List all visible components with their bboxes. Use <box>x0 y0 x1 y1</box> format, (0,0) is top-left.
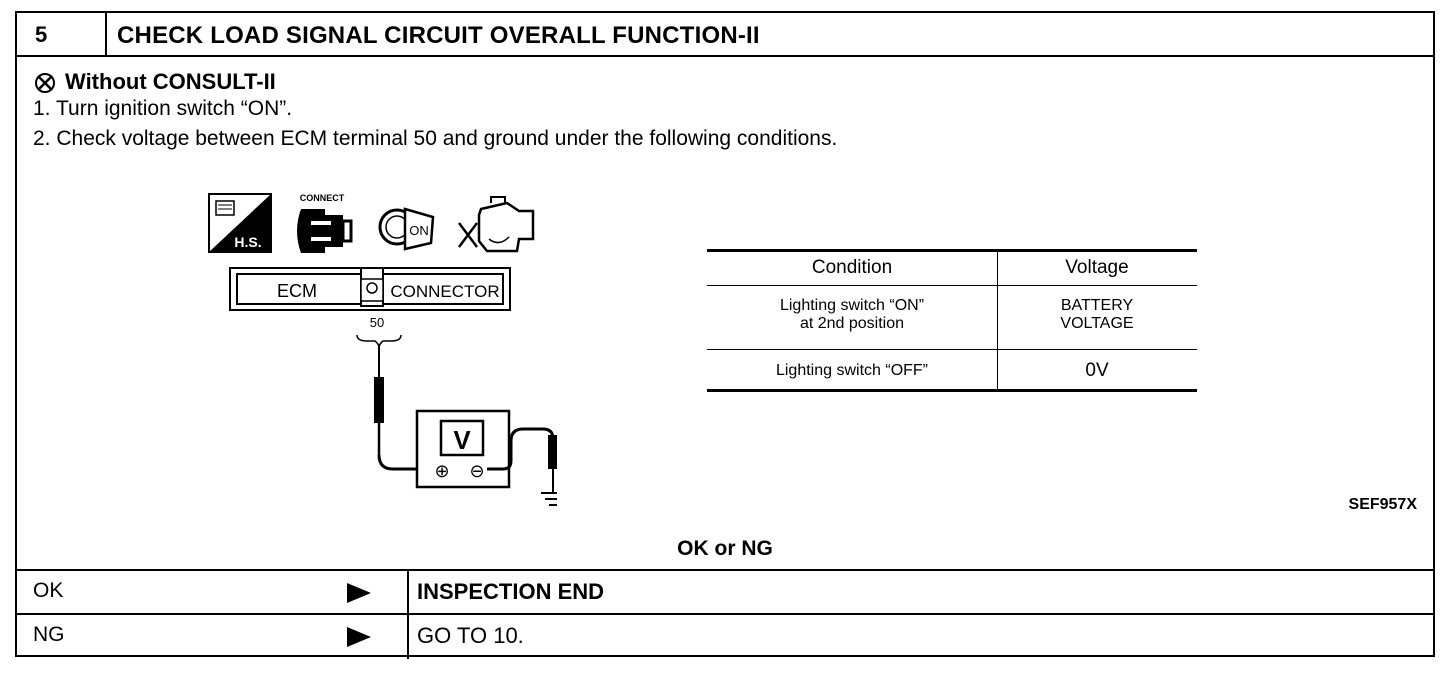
ecm-label: ECM <box>277 281 317 301</box>
terminal-number: 50 <box>370 315 384 330</box>
results-middle-rule <box>17 613 1433 615</box>
table-header-rule <box>707 285 1197 286</box>
table-row-rule <box>707 349 1197 350</box>
engine-off-icon <box>457 193 541 264</box>
step-number: 5 <box>35 22 48 47</box>
results-divider <box>407 569 409 659</box>
result-ng-label: NG <box>33 623 65 646</box>
header-voltage: Voltage <box>1065 257 1129 278</box>
result-ok-action: INSPECTION END <box>417 579 605 604</box>
results-top-rule <box>17 569 1433 571</box>
result-ok-label: OK <box>33 579 64 602</box>
voltmeter-circuit-diagram: ECM CONNECTOR 50 V ⊕ ⊖ <box>229 267 557 506</box>
table-top-rule <box>707 249 1197 252</box>
arrow-right-icon <box>347 627 371 647</box>
condition-line: at 2nd position <box>799 315 905 332</box>
result-heading: OK or NG <box>677 537 773 560</box>
result-ng-action: GO TO 10. <box>417 623 524 648</box>
ignition-on-icon: ON <box>375 195 441 260</box>
figure-code: SEF957X <box>1348 496 1417 513</box>
connect-icon: CONNECT <box>289 191 355 262</box>
hs-label: H.S. <box>234 234 261 250</box>
inspection-step-frame: 5 CHECK LOAD SIGNAL CIRCUIT OVERALL FUNC… <box>15 11 1435 659</box>
condition-line: Lighting switch “OFF” <box>775 362 929 379</box>
voltage-value: 0V <box>997 360 1197 382</box>
voltage-line: VOLTAGE <box>1060 315 1134 332</box>
table-row: Lighting switch “OFF” <box>707 362 997 380</box>
connector-label: CONNECTOR <box>390 282 499 301</box>
instruction-2: 2. Check voltage between ECM terminal 50… <box>33 127 838 150</box>
header-divider <box>105 13 107 55</box>
table-row: Lighting switch “ON” at 2nd position <box>707 297 997 333</box>
ignition-label: ON <box>409 223 429 238</box>
header-rule <box>17 55 1433 57</box>
step-title: CHECK LOAD SIGNAL CIRCUIT OVERALL FUNCTI… <box>117 22 760 49</box>
arrow-right-icon <box>347 583 371 603</box>
condition-line: Lighting switch “ON” <box>779 297 925 314</box>
hood-switch-icon: H.S. <box>208 193 272 258</box>
method-label: Without CONSULT-II <box>65 69 276 94</box>
method-heading: Without CONSULT-II <box>33 69 276 95</box>
table-bottom-rule <box>707 389 1197 392</box>
connect-label: CONNECT <box>300 193 345 203</box>
voltage-value: BATTERY VOLTAGE <box>997 297 1197 333</box>
no-consult-icon <box>35 73 55 93</box>
minus-terminal-icon: ⊖ <box>469 461 484 482</box>
plus-terminal-icon: ⊕ <box>434 461 449 482</box>
header-condition: Condition <box>811 257 893 278</box>
instruction-1: 1. Turn ignition switch “ON”. <box>33 97 293 120</box>
voltage-line: BATTERY <box>1060 297 1134 314</box>
voltage-line: 0V <box>1085 360 1109 381</box>
table-column-divider <box>997 249 998 389</box>
voltmeter-label: V <box>453 425 471 455</box>
